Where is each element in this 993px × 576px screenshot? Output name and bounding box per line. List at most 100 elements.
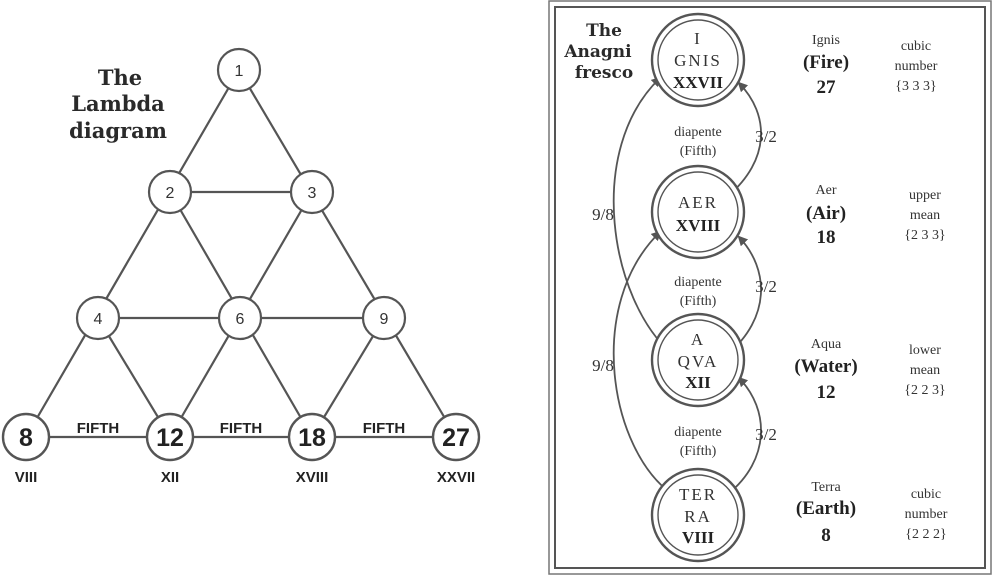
arrow-fifth-earth-water [727,376,762,495]
fresco-frame-inner [554,6,986,569]
node-4-label: 4 [94,311,103,328]
ratio-fifth-2: 3/2 [755,277,777,296]
ratio-tone-1: 9/8 [592,205,614,224]
circle-fire: I GNIS XXVII [650,12,746,108]
water-desc-3: {2 2 3} [904,383,945,398]
earth-desc-3: {2 2 2} [905,527,946,542]
earth-circle-line1: TER [679,485,717,504]
circle-water: A QVA XII [650,312,746,408]
arrow-fifth-air-fire [727,81,762,197]
node-9: 9 [361,295,407,341]
lambda-diagram: The Lambda diagram 1 2 3 4 6 9 [1,47,481,486]
node-6: 6 [217,295,263,341]
edge-1-8 [25,69,240,438]
earth-numeral: VIII [682,528,715,547]
fire-latin: Ignis [812,33,840,48]
node-3: 3 [289,169,335,215]
water-value: 12 [817,382,836,403]
water-latin: Aqua [811,337,842,352]
earth-desc-2: number [905,507,948,522]
fifth-label-3: FIFTH [363,420,406,437]
node-27: 27 [431,412,481,462]
water-numeral: XII [685,373,711,392]
lambda-title-line3: diagram [69,118,167,143]
ratio-fifth-1: 3/2 [755,127,777,146]
earth-desc-1: cubic [911,487,941,502]
fire-circle-line1: I [694,29,702,48]
water-name: (Water) [794,356,857,377]
node-18: 18 [287,412,337,462]
circle-earth: TER RA VIII [650,467,746,563]
fresco-title-line1: The [586,21,622,41]
fresco-frame-outer [548,0,992,575]
water-circle-line2: QVA [678,352,719,371]
label-earth: Terra (Earth) 8 [796,480,856,546]
arrow-tone-earth-air [612,230,673,495]
air-latin: Aer [816,183,837,198]
earth-value: 8 [821,525,831,546]
lambda-title-line1: The [98,65,142,90]
fifth-label-2: FIFTH [220,420,263,437]
air-numeral: XVIII [676,216,721,235]
desc-earth: cubic number {2 2 2} [905,487,948,542]
circle-air: AER XVIII [650,164,746,260]
diapente-1: diapente [674,125,721,140]
air-name: (Air) [806,203,846,224]
node-27-label: 27 [442,424,470,452]
label-air: Aer (Air) 18 [806,183,846,248]
node-9-label: 9 [380,311,389,328]
water-desc-1: lower [909,343,941,358]
node-12-label: 12 [156,424,184,452]
lambda-title-line2: Lambda [71,91,165,116]
air-desc-3: {2 3 3} [904,228,945,243]
node-8: 8 [1,412,51,462]
node-2: 2 [147,169,193,215]
air-desc-2: mean [910,208,940,223]
ratio-tone-2: 9/8 [592,356,614,375]
node-18-label: 18 [298,424,326,452]
fire-desc-2: number [895,59,938,74]
water-desc-2: mean [910,363,940,378]
arrow-tone-water-fire [612,76,673,355]
node-1: 1 [216,47,262,93]
ratio-fifth-3: 3/2 [755,425,777,444]
air-circle-line1: AER [678,193,718,212]
desc-air: upper mean {2 3 3} [904,188,945,243]
diapente-3: diapente [674,425,721,440]
air-desc-1: upper [909,188,941,203]
air-value: 18 [817,227,836,248]
fire-desc-3: {3 3 3} [895,79,936,94]
node-12: 12 [145,412,195,462]
roman-viii: VIII [15,469,38,486]
label-fire: Ignis (Fire) 27 [803,33,849,98]
earth-name: (Earth) [796,498,856,519]
earth-circle-line2: RA [684,507,712,526]
earth-latin: Terra [811,480,841,495]
desc-water: lower mean {2 2 3} [904,343,945,398]
label-water: Aqua (Water) 12 [794,337,857,403]
node-6-label: 6 [236,311,245,328]
fifth-label-1: FIFTH [77,420,120,437]
fresco-title-line3: fresco [575,63,633,83]
node-4: 4 [75,295,121,341]
node-3-label: 3 [308,185,317,202]
fire-name: (Fire) [803,52,849,73]
fire-value: 27 [817,77,837,98]
fire-desc-1: cubic [901,39,931,54]
diapente-2: diapente [674,275,721,290]
desc-fire: cubic number {3 3 3} [895,39,938,94]
fire-numeral: XXVII [673,73,723,92]
fresco-title-line2: Anagni [563,42,632,62]
water-circle-line1: A [691,330,705,349]
node-8-label: 8 [19,424,33,452]
roman-xxvii: XXVII [437,469,475,486]
diapente-1-fifth: (Fifth) [680,144,717,159]
diapente-2-fifth: (Fifth) [680,294,717,309]
node-2-label: 2 [166,185,175,202]
node-1-label: 1 [235,63,244,80]
roman-xviii: XVIII [296,469,329,486]
fire-circle-line2: GNIS [674,51,722,70]
fresco-panel: The Anagni fresco 3/2 3/2 3/2 9/8 9/8 di… [548,0,992,575]
roman-xii: XII [161,469,179,486]
